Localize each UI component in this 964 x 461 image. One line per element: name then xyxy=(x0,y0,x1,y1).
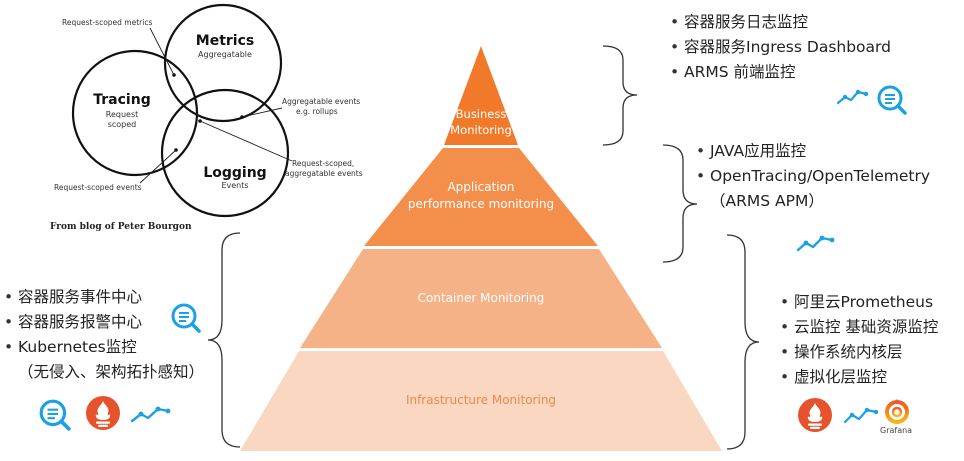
annotation-request-scoped-aggregatable-1: Request-scoped, xyxy=(292,159,354,168)
annotation-rollups: e.g. rollups xyxy=(296,107,338,116)
list-item: 虚拟化层监控 xyxy=(780,365,938,390)
pyramid-level-application xyxy=(364,148,598,246)
logging-title: Logging xyxy=(203,165,266,181)
venn-diagram: Metrics Aggregatable Tracing Request sco… xyxy=(54,3,363,218)
prometheus-icon xyxy=(86,396,120,430)
annotation-request-scoped-aggregatable-2: aggregatable events xyxy=(285,169,363,178)
business-label-1: Business xyxy=(456,107,507,121)
grafana-label: Grafana xyxy=(880,426,913,435)
pointer-dot xyxy=(240,115,244,119)
annotation-aggregatable-events: Aggregatable events xyxy=(282,97,360,106)
prometheus-icon xyxy=(798,398,832,432)
annotation-request-scoped-metrics: Request-scoped metrics xyxy=(62,18,152,27)
tracing-sub-1: Request xyxy=(106,110,139,119)
list-item: JAVA应用监控 xyxy=(696,139,930,164)
list-item: 云监控 基础资源监控 xyxy=(780,315,938,340)
logging-sub: Events xyxy=(221,181,248,190)
pointer-request-scoped-metrics xyxy=(149,27,175,76)
list-item-continuation: （ARMS APM） xyxy=(710,192,824,210)
list-item: 操作系统内核层 xyxy=(780,340,938,365)
metrics-circle xyxy=(163,3,283,123)
list-item: 容器服务事件中心 xyxy=(4,285,204,310)
tracing-title: Tracing xyxy=(93,92,150,108)
list-bottom-right: 阿里云Prometheus 云监控 基础资源监控 操作系统内核层 虚拟化层监控 xyxy=(780,290,938,390)
log-search-icon xyxy=(39,399,71,431)
pointer-request-scoped-aggregatable xyxy=(199,120,293,162)
metrics-sub: Aggregatable xyxy=(198,50,252,59)
metrics-title: Metrics xyxy=(196,33,254,49)
list-item: 容器服务日志监控 xyxy=(670,10,891,35)
list-top-right: 容器服务日志监控 容器服务Ingress Dashboard ARMS 前端监控 xyxy=(670,10,891,85)
trend-line-icon xyxy=(843,407,879,424)
log-search-icon xyxy=(877,85,907,115)
brace-mid-right xyxy=(662,144,698,263)
application-label-1: Application xyxy=(447,180,514,194)
application-label-2: performance monitoring xyxy=(408,197,554,211)
list-item: 容器服务Ingress Dashboard xyxy=(670,35,891,60)
tracing-sub-2: scoped xyxy=(108,120,137,129)
business-label-2: Monitoring xyxy=(450,123,512,137)
annotation-request-scoped-events: Request-scoped events xyxy=(54,183,142,192)
list-item: 容器服务报警中心 xyxy=(4,310,204,335)
trend-line-icon xyxy=(130,406,171,423)
infrastructure-label: Infrastructure Monitoring xyxy=(406,393,556,407)
brace-bottom-left xyxy=(207,232,241,448)
list-bottom-left: 容器服务事件中心 容器服务报警中心 Kubernetes监控 （无侵入、架构拓扑… xyxy=(4,285,204,385)
grafana-icon xyxy=(885,399,909,424)
venn-credit: From blog of Peter Bourgon xyxy=(50,222,192,232)
brace-bottom-right xyxy=(726,234,760,450)
logging-circle xyxy=(160,88,290,218)
container-label: Container Monitoring xyxy=(418,291,545,305)
pointer-request-scoped-events xyxy=(139,149,177,184)
list-item: Kubernetes监控 xyxy=(4,335,204,360)
brace-top-right xyxy=(602,45,638,146)
list-mid-right: JAVA应用监控 OpenTracing/OpenTelemetry （ARMS… xyxy=(696,139,930,214)
pyramid-level-business xyxy=(444,46,518,145)
pyramid-level-infrastructure xyxy=(240,351,722,451)
list-item: 阿里云Prometheus xyxy=(780,290,938,315)
pointer-dot xyxy=(172,73,176,77)
list-item: OpenTracing/OpenTelemetry xyxy=(696,164,930,189)
event-search-icon xyxy=(171,303,201,333)
list-item-continuation: （无侵入、架构拓扑感知） xyxy=(18,363,205,381)
trend-line-icon xyxy=(836,89,869,105)
trend-line-icon xyxy=(796,235,835,252)
pointer-aggregatable-events xyxy=(241,107,283,118)
pyramid-level-container xyxy=(300,249,662,348)
tracing-circle xyxy=(71,49,199,177)
pointer-dot xyxy=(174,148,178,152)
pointer-dot xyxy=(198,119,202,123)
list-item: ARMS 前端监控 xyxy=(670,60,891,85)
